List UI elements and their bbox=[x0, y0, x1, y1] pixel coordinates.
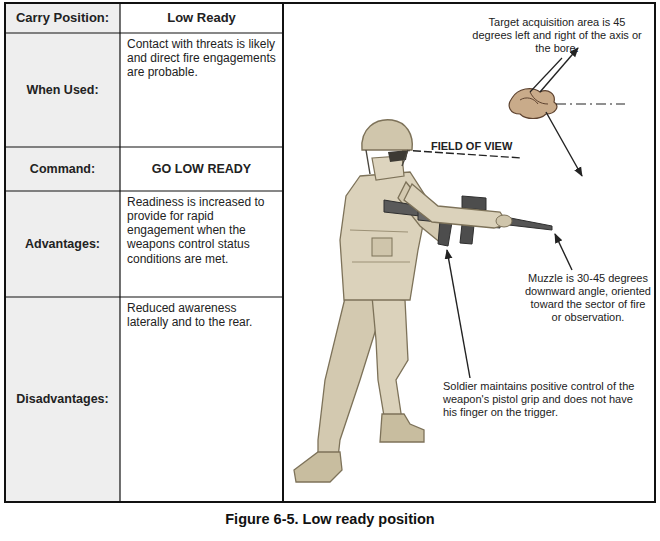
label-text: GO LOW READY bbox=[152, 162, 251, 177]
label-text: Reduced awareness laterally and to the r… bbox=[127, 301, 277, 329]
callout-note: Target acquisition area is 45 degrees le… bbox=[466, 16, 648, 62]
label-text: FIELD OF VIEW bbox=[431, 140, 512, 153]
label-text: Carry Position: bbox=[16, 10, 109, 25]
callout-arrow bbox=[555, 234, 572, 270]
row-heading: Command: bbox=[5, 147, 120, 191]
soldier-helmet bbox=[362, 120, 412, 150]
soldier-boot bbox=[380, 414, 424, 442]
acquisition-arrow bbox=[546, 112, 582, 176]
caption-text: Figure 6-5. Low ready position bbox=[225, 511, 434, 528]
table-rule bbox=[5, 190, 283, 191]
figure-caption: Figure 6-5. Low ready position bbox=[0, 508, 660, 532]
table-header: Carry Position: bbox=[5, 3, 120, 33]
label-text: Advantages: bbox=[25, 237, 100, 252]
label-text: Readiness is increased to provide for ra… bbox=[127, 195, 277, 266]
soldier-pouch bbox=[372, 238, 392, 256]
table-rule bbox=[5, 146, 283, 147]
table-rule bbox=[5, 32, 283, 33]
acquisition-arrow bbox=[540, 48, 578, 92]
soldier-boot bbox=[294, 452, 342, 482]
table-cell: GO LOW READY bbox=[120, 147, 283, 191]
label-text: Muzzle is 30-45 degrees downward angle, … bbox=[525, 272, 651, 324]
callout-note: Muzzle is 30-45 degrees downward angle, … bbox=[522, 272, 654, 342]
table-header: Low Ready bbox=[120, 3, 283, 33]
target-detail bbox=[520, 92, 548, 104]
soldier-gear bbox=[350, 230, 410, 262]
label-text: When Used: bbox=[26, 83, 98, 98]
soldier-hand bbox=[496, 215, 512, 227]
bore-axis-line bbox=[556, 103, 625, 104]
row-heading: Disadvantages: bbox=[5, 297, 120, 502]
label-text: Command: bbox=[30, 162, 95, 177]
table-cell: Contact with threats is likely and direc… bbox=[124, 37, 280, 145]
row-heading: Advantages: bbox=[5, 191, 120, 297]
rifle-magazine bbox=[460, 224, 474, 244]
outer-frame bbox=[5, 3, 655, 502]
soldier-arm bbox=[404, 184, 508, 228]
soldier-leg bbox=[372, 296, 408, 422]
callout-note: Soldier maintains positive control of th… bbox=[440, 380, 648, 440]
label-text: Soldier maintains positive control of th… bbox=[443, 380, 645, 419]
table-rule bbox=[282, 3, 284, 502]
table-rule bbox=[5, 296, 283, 297]
callout-arrow bbox=[447, 250, 470, 378]
table-rule bbox=[119, 3, 120, 502]
label-text: Low Ready bbox=[167, 10, 236, 25]
soldier-eyewear bbox=[388, 150, 408, 162]
label-text: Contact with threats is likely and direc… bbox=[127, 37, 277, 79]
rifle-sight bbox=[462, 196, 486, 210]
row-heading: When Used: bbox=[5, 33, 120, 147]
target-figure bbox=[509, 89, 557, 119]
table-column-fill bbox=[5, 3, 120, 502]
helmet-strap bbox=[366, 150, 408, 174]
leader-line bbox=[530, 58, 562, 92]
field-of-view-label: FIELD OF VIEW bbox=[428, 140, 558, 156]
label-text: Disadvantages: bbox=[16, 392, 108, 407]
label-text: Target acquisition area is 45 degrees le… bbox=[469, 16, 645, 55]
table-cell: Readiness is increased to provide for ra… bbox=[124, 195, 280, 295]
table-cell: Reduced awareness laterally and to the r… bbox=[124, 301, 280, 361]
